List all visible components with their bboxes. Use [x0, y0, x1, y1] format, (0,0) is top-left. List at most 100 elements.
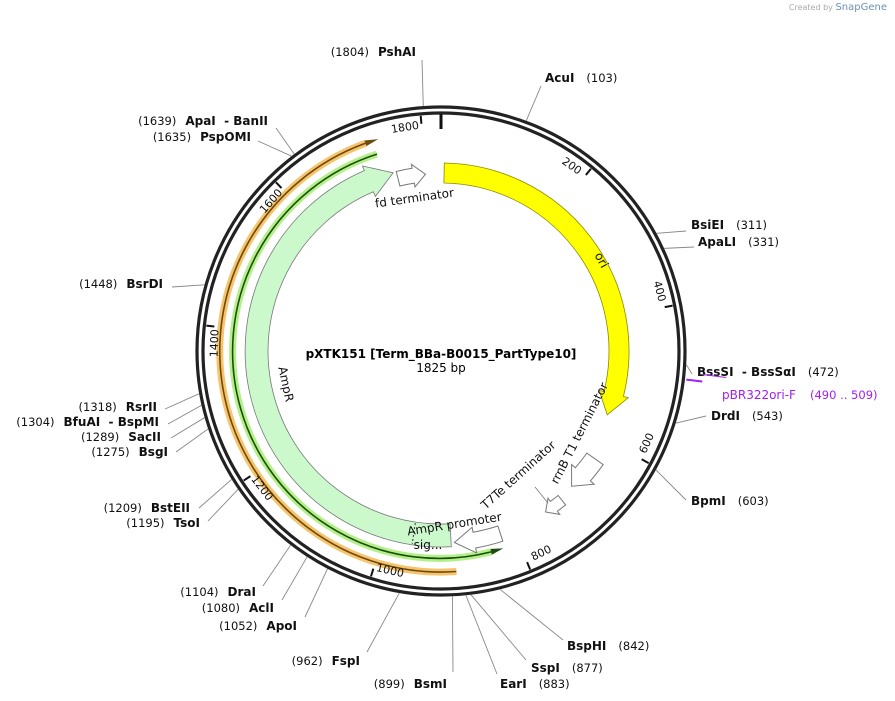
tick-label: 1400	[208, 329, 222, 357]
enzyme-position: (1195)	[126, 516, 164, 530]
enzyme-name: AcuI	[545, 71, 574, 85]
primer-direction-line	[702, 373, 727, 378]
feature-ampr[interactable]	[244, 165, 452, 548]
enzyme-site[interactable]: (1195) TsoI	[126, 516, 200, 530]
enzyme-site[interactable]: BsiEI(311)	[691, 218, 767, 232]
ampr-label: AmpR	[275, 365, 296, 403]
enzyme-name: ApaLI	[698, 235, 736, 249]
enzyme-position: (1448)	[79, 277, 117, 291]
enzyme-name: ApoI	[266, 619, 297, 633]
primer-name[interactable]: pBR322ori-F	[722, 388, 796, 402]
signal-sequence-divider	[411, 523, 416, 544]
snapgene-logo: SnapGene	[835, 2, 887, 13]
enzyme-site[interactable]: (1209)BstEII	[104, 501, 190, 515]
enzyme-position: (1304)	[16, 415, 54, 429]
enzyme-name: BstEII	[151, 501, 190, 515]
enzyme-leader-line	[525, 85, 542, 121]
enzyme-name: ApaI - BanII	[185, 114, 268, 128]
enzyme-name: BspHI	[567, 639, 606, 653]
enzyme-name: BpmI	[691, 494, 726, 508]
plasmid-name: pXTK151 [Term_BBa-B0015_PartType10]	[306, 347, 577, 362]
enzyme-leader-line	[167, 404, 202, 425]
green-track-line	[231, 153, 492, 560]
enzyme-leader-line	[655, 469, 687, 501]
t7te-leader	[534, 486, 549, 504]
backbone-inner	[201, 111, 681, 591]
enzyme-leader-line	[675, 415, 707, 424]
enzyme-site[interactable]: BssSI - BssSαI(472)	[697, 365, 839, 379]
enzyme-site[interactable]: (1052) ApoI	[219, 619, 297, 633]
feature-ori[interactable]	[443, 162, 630, 416]
snapgene-credit: Created by SnapGene	[789, 2, 887, 13]
enzyme-site[interactable]: (1318)RsrII	[79, 400, 157, 414]
enzyme-name: DrdI	[711, 409, 740, 423]
enzyme-site[interactable]: AcuI(103)	[545, 71, 617, 85]
enzyme-leader-line	[170, 417, 205, 439]
enzyme-site[interactable]: ApaLI (331)	[698, 235, 779, 249]
credit-prefix: Created by	[788, 3, 833, 12]
enzyme-site[interactable]: BspHI(842)	[567, 639, 649, 653]
primer-range: (490 .. 509)	[810, 388, 878, 402]
enzyme-leader-line	[171, 284, 205, 288]
feature-t7te-terminator[interactable]	[545, 494, 567, 516]
enzyme-leader-line	[281, 556, 308, 601]
tick-label: 600	[637, 431, 657, 455]
enzyme-name: PshAI	[378, 45, 416, 59]
tracks	[216, 139, 504, 576]
enzyme-site[interactable]: (1635)PspOMI	[153, 130, 251, 144]
backbone-outer	[195, 105, 687, 597]
enzyme-leader-line	[198, 478, 233, 509]
fd-terminator-label: fd terminator	[374, 186, 455, 211]
enzyme-position: (543)	[752, 409, 783, 423]
green-track-arrowhead	[490, 548, 504, 555]
enzyme-site[interactable]: (1448)BsrDI	[79, 277, 163, 291]
plasmid-length: 1825 bp	[416, 361, 466, 375]
enzyme-leader-line	[262, 544, 291, 587]
enzyme-leader-line	[164, 393, 200, 410]
enzyme-name: PspOMI	[200, 130, 251, 144]
enzyme-site[interactable]: (962)FspI	[292, 654, 360, 668]
tick-label: 800	[529, 543, 554, 564]
enzyme-site[interactable]: (1304)BfuAI - BspMI	[16, 415, 159, 429]
enzyme-site[interactable]: (1080)AclI	[202, 601, 274, 615]
enzyme-position: (1289)	[81, 430, 119, 444]
enzyme-position: (1804)	[331, 45, 369, 59]
enzyme-site[interactable]: BpmI(603)	[691, 494, 769, 508]
enzyme-leader-line	[465, 595, 498, 675]
enzyme-position: (883)	[539, 677, 570, 691]
enzyme-site[interactable]: EarI(883)	[500, 677, 570, 691]
enzyme-site[interactable]: (1289)SacII	[81, 430, 161, 444]
enzyme-site[interactable]: DrdI (543)	[711, 409, 783, 423]
enzyme-position: (331)	[748, 235, 779, 249]
enzyme-name: TsoI	[174, 516, 200, 530]
enzyme-site[interactable]: (1639) ApaI - BanII	[138, 114, 268, 128]
feature-fd-terminator[interactable]	[395, 163, 427, 189]
enzyme-leader-line	[304, 568, 328, 618]
tick-mark	[243, 475, 251, 482]
enzyme-site[interactable]: SspI(877)	[531, 661, 603, 675]
enzyme-site[interactable]: (1804) PshAI	[331, 45, 416, 59]
enzyme-position: (1052)	[219, 619, 257, 633]
tick-mark	[206, 324, 215, 328]
enzyme-name: DraI	[228, 585, 256, 599]
sig-label: sig...	[414, 538, 443, 552]
enzyme-position: (311)	[736, 218, 767, 232]
enzyme-position: (1318)	[79, 400, 117, 414]
tick-mark	[419, 115, 423, 124]
enzyme-position: (1639)	[138, 114, 176, 128]
enzyme-site[interactable]: (1104) DraI	[180, 585, 256, 599]
enzyme-position: (1275)	[91, 445, 129, 459]
enzyme-leader-line	[175, 428, 209, 453]
enzyme-site[interactable]: (1275)BsgI	[91, 445, 168, 459]
enzyme-site[interactable]: (899)BsmI	[374, 677, 447, 691]
tick-mark	[585, 168, 592, 176]
feature-ampr-promoter[interactable]	[453, 525, 504, 554]
enzyme-position: (1104)	[180, 585, 218, 599]
enzyme-leader-line	[470, 594, 527, 661]
tick-mark	[370, 568, 375, 577]
primer-mark[interactable]	[686, 378, 703, 383]
feature-rrnb-t1-terminator[interactable]	[571, 452, 604, 487]
enzyme-leader-line	[499, 588, 564, 641]
